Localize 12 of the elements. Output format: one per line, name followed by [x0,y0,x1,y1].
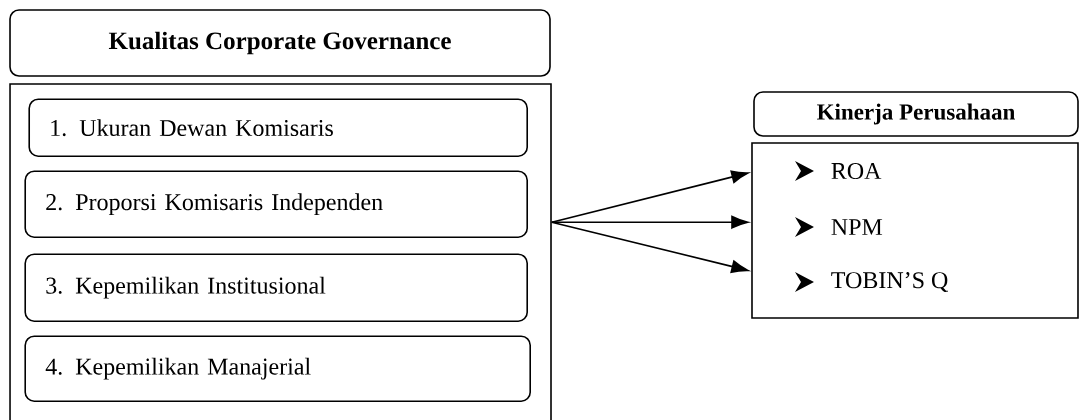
arrow [551,215,749,229]
header-box: Kualitas Corporate Governance [9,9,551,77]
list-item: ROA [831,162,882,180]
header-box: Kinerja Perusahaan [753,91,1079,137]
item-box: 2. Proporsi Komisaris Independen [24,170,528,238]
item-box: 3. Kepemilikan Institusional [24,253,528,322]
list-item: NPM [831,219,883,235]
arrow [551,221,749,273]
item-box: 1. Ukuran Dewan Komisaris [28,98,528,157]
group-box [9,83,552,420]
list-item: TOBIN’S Q [831,272,948,292]
item-box: 4. Kepemilikan Manajerial [24,335,531,402]
